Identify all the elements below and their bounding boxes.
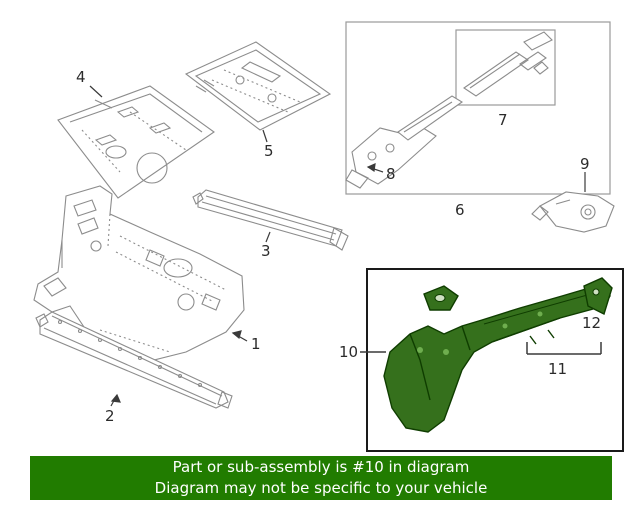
callout-11[interactable]: 11 bbox=[548, 360, 568, 378]
callout-7[interactable]: 7 bbox=[498, 111, 508, 129]
part-2-art bbox=[35, 311, 233, 409]
group-box-6 bbox=[345, 21, 611, 195]
callout-12[interactable]: 12 bbox=[582, 314, 602, 332]
part-7-art bbox=[463, 31, 553, 97]
part-9-art bbox=[531, 191, 615, 233]
banner-line-1: Part or sub-assembly is #10 in diagram bbox=[172, 458, 470, 476]
callout-3[interactable]: 3 bbox=[261, 242, 271, 260]
leader-lines bbox=[89, 85, 602, 407]
callout-8[interactable]: 8 bbox=[386, 165, 396, 183]
callout-4[interactable]: 4 bbox=[76, 68, 86, 86]
vehicle-note-banner: Part or sub-assembly is #10 in diagram D… bbox=[30, 456, 612, 500]
callout-9[interactable]: 9 bbox=[580, 155, 590, 173]
callout-6[interactable]: 6 bbox=[455, 201, 465, 219]
part-10-art[interactable] bbox=[383, 277, 613, 433]
callout-5[interactable]: 5 bbox=[264, 142, 274, 160]
part-8-art bbox=[345, 95, 464, 189]
part-5-art bbox=[184, 41, 332, 131]
callout-10[interactable]: 10 bbox=[339, 343, 359, 361]
callout-1[interactable]: 1 bbox=[251, 335, 261, 353]
part-1-art bbox=[33, 185, 245, 363]
group-box-7 bbox=[455, 29, 556, 106]
callout-2[interactable]: 2 bbox=[105, 407, 115, 425]
banner-line-2: Diagram may not be specific to your vehi… bbox=[154, 479, 488, 497]
part-4-art bbox=[57, 85, 215, 199]
part-3-art bbox=[192, 189, 349, 251]
